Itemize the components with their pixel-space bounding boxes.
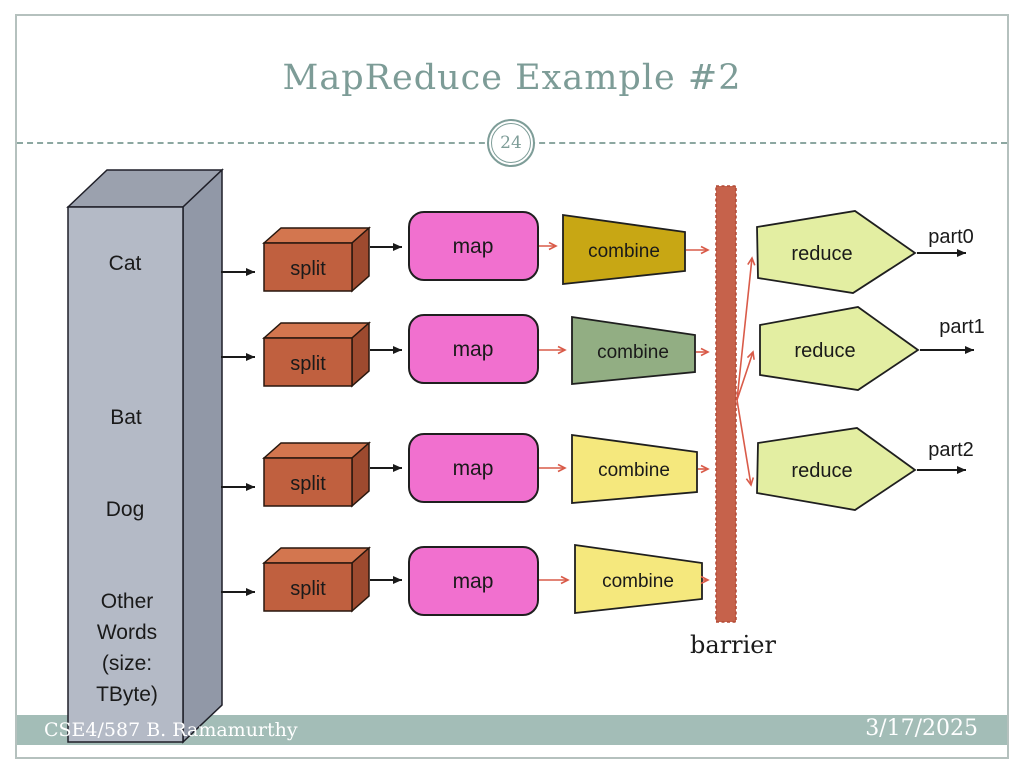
barrier-bar: [715, 185, 737, 623]
split-label-1: split: [290, 258, 326, 280]
reduce-shape-1: [756, 210, 917, 294]
arrow-barrier-reduce-3: [736, 399, 755, 487]
combine-label-2: combine: [597, 342, 669, 363]
combine-shape-4: [574, 543, 703, 615]
input-word-dog: Dog: [106, 498, 145, 521]
arrows-barrier-to-reduce: [736, 256, 756, 487]
combine-label-1: combine: [588, 241, 660, 262]
split-label-2: split: [290, 353, 326, 375]
map-box-3: [408, 433, 539, 503]
split-box-1-top: [262, 227, 371, 244]
barrier-group: barrier: [690, 185, 777, 659]
split-box-2: split: [262, 321, 371, 388]
barrier-label: barrier: [690, 631, 776, 659]
reduce-label-2: reduce: [794, 340, 855, 362]
arrows-input-to-split: [221, 268, 255, 596]
combine-label-4: combine: [602, 571, 674, 592]
input-note-line-2: Words: [97, 621, 157, 644]
map-box-2: [408, 314, 539, 384]
map-boxes: map map map map: [408, 211, 539, 616]
output-label-part1: part1: [939, 316, 985, 338]
page-number-badge: 24: [487, 119, 535, 167]
slide-title: MapReduce Example #2: [282, 58, 742, 98]
split-label-4: split: [290, 578, 326, 600]
footer-course: CSE4/587 B. Ramamurthy: [44, 719, 298, 741]
input-word-bat: Bat: [110, 406, 142, 429]
map-box-1: [408, 211, 539, 281]
reduce-label-3: reduce: [791, 460, 852, 482]
split-box-3-front: [263, 457, 353, 507]
output-labels: part0 part1 part2: [928, 226, 985, 461]
arrows-split-to-map: [370, 243, 402, 584]
input-note-line-1: Other: [101, 590, 154, 613]
input-data-words: Cat Bat Dog Other Words (size: TByte): [96, 252, 158, 706]
map-label-3: map: [453, 457, 494, 480]
arrow-barrier-reduce-2: [736, 350, 755, 401]
footer-date: 3/17/2025: [865, 716, 978, 741]
split-label-3: split: [290, 473, 326, 495]
arrows-reduce-to-output: [917, 249, 974, 474]
input-note-line-3: (size:: [102, 652, 152, 675]
split-boxes: split split split split: [262, 226, 371, 613]
map-box-4: [408, 546, 539, 616]
input-data-box: [66, 168, 224, 744]
input-note-line-4: TByte): [96, 683, 158, 706]
split-box-4-front: [263, 562, 353, 612]
reduce-shape-2: [759, 306, 920, 391]
combine-shape-2: [571, 315, 696, 385]
slide-border: [15, 14, 1009, 759]
input-data-box-side: [182, 168, 223, 744]
arrows-combine-to-barrier: [686, 245, 710, 585]
map-label-4: map: [453, 570, 494, 593]
split-box-3-top: [262, 442, 371, 459]
split-box-1: split: [262, 226, 371, 293]
arrow-barrier-reduce-1: [736, 256, 756, 401]
combine-shape-3: [571, 433, 698, 504]
reduce-shape-3: [756, 427, 917, 511]
reduce-shapes: reduce reduce reduce: [756, 210, 920, 511]
split-box-3: split: [262, 441, 371, 508]
combine-shape-1: [562, 213, 686, 286]
split-box-2-top: [262, 322, 371, 339]
map-label-1: map: [453, 235, 494, 258]
split-box-4: split: [262, 546, 371, 613]
page-number: 24: [491, 123, 531, 163]
split-box-1-front: [263, 242, 353, 292]
reduce-label-1: reduce: [791, 243, 852, 265]
split-box-4-top: [262, 547, 371, 564]
combine-label-3: combine: [598, 460, 670, 481]
input-data-box-front: [67, 206, 184, 743]
output-label-part2: part2: [928, 439, 974, 461]
arrows-map-to-combine: [539, 241, 570, 585]
output-label-part0: part0: [928, 226, 974, 248]
input-word-cat: Cat: [109, 252, 142, 275]
combine-shapes: combine combine combine combine: [562, 213, 703, 615]
split-box-2-front: [263, 337, 353, 387]
map-label-2: map: [453, 338, 494, 361]
